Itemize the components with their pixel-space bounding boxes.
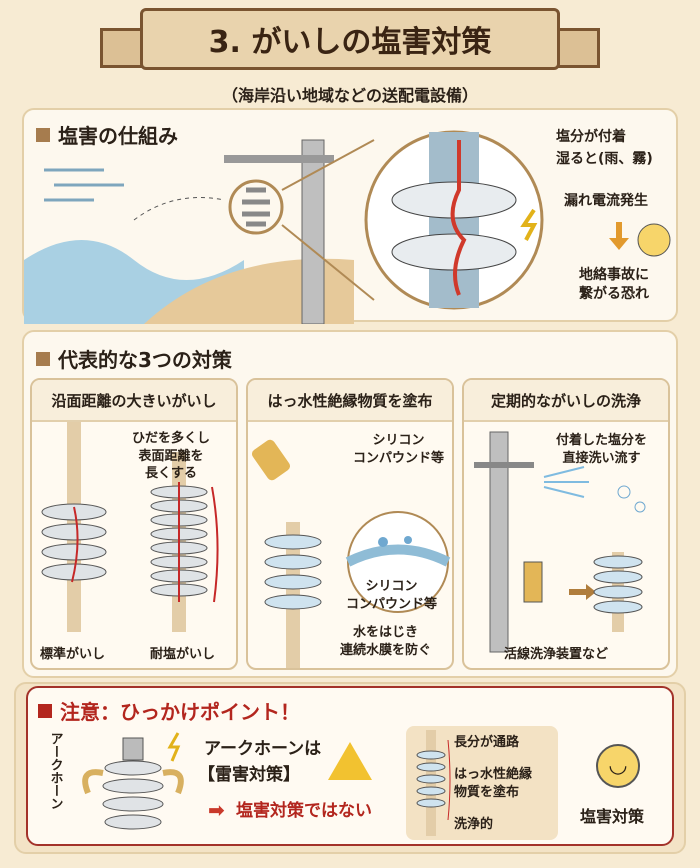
measure-panel-coating: はっ水性絶縁物質を塗布 シリコンコンパウンド等 シリコンコンパウンド等 水をはじ… [246, 378, 454, 670]
label-salt-adhesion: 塩分が付着 [556, 129, 626, 145]
lightning-icon [167, 732, 181, 762]
box-label-coating: はっ水性絶縁物質を塗布 [454, 767, 533, 800]
measures-heading: 代表的な3つの対策 [58, 348, 232, 372]
arc-horn-label: アークホーン [47, 732, 63, 810]
mechanism-section: 塩害の仕組み 塩分が付着 湿ると(雨、霧) 漏れ電流発生 地絡事故に繋がる恐れ [22, 108, 678, 324]
coating-note-mid: シリコンコンパウンド等 [346, 579, 438, 612]
wind-icon [44, 168, 124, 202]
section-marker-icon [36, 127, 50, 142]
label-wet: 湿ると(雨、霧) [556, 151, 653, 167]
washing-caption: 活線洗浄装置など [504, 647, 609, 662]
smile-face-icon: ◡ [596, 744, 640, 788]
section-marker-icon [36, 351, 50, 366]
box-label-washing: 洗浄的 [454, 817, 494, 832]
salt-measure-summary-box: 長分が通路 はっ水性絶縁物質を塗布 洗浄的 [406, 726, 558, 840]
lightning-icon [520, 208, 538, 241]
washing-illustration [474, 431, 646, 653]
coating-note-top: シリコンコンパウンド等 [353, 433, 445, 466]
right-arrow-icon [586, 584, 596, 600]
smile-label: 塩害対策 [580, 807, 645, 826]
washing-note: 付着した塩分を直接洗い流す [556, 433, 648, 466]
right-arrow-icon: ➡ [208, 798, 225, 822]
caution-heading: 注意：ひっかけポイント！ [60, 700, 300, 724]
coating-illustration [251, 439, 451, 668]
label-ground-fault: 地絡事故に繋がる恐れ [579, 267, 649, 302]
water-spray-icon [543, 466, 589, 498]
creepage-note: ひだを多くし表面距離を長くする [132, 431, 211, 482]
measure-panel-washing: 定期的ながいしの洗浄 付着した塩分を直接洗い流す 活線洗浄装置など [462, 378, 670, 670]
coated-insulator-icon [416, 730, 451, 836]
subtitle: （海岸沿い地域などの送配電設備） [221, 86, 478, 105]
utility-pole [301, 139, 325, 324]
water-drop-icon [378, 537, 388, 547]
measure-panel-creepage: 沿面距離の大きいがいし ひだを多くし表面距離を長くする 標準がいし 耐塩がいし [30, 378, 238, 670]
caption-standard-insulator: 標準がいし [40, 647, 106, 662]
salt-damage-illustration [24, 130, 671, 324]
arc-horn-insulator-illustration [82, 732, 184, 830]
washing-device-icon [523, 561, 543, 603]
box-label-path: 長分が通路 [454, 735, 520, 750]
coating-note-bottom: 水をはじき連続水膜を防ぐ [340, 625, 432, 658]
panel-title: 沿面距離の大きいがいし [32, 380, 236, 422]
panel-title: はっ水性絶縁物質を塗布 [248, 380, 452, 422]
arc-horn-line1: アークホーンは [204, 739, 322, 759]
caution-marker-icon [38, 703, 52, 718]
caption-salt-resistant-insulator: 耐塩がいし [150, 647, 216, 662]
panel-title: 定期的ながいしの洗浄 [464, 380, 668, 422]
coating-bottle-icon [251, 439, 291, 481]
label-leak-current: 漏れ電流発生 [564, 193, 648, 209]
leak-current-arrow [450, 140, 467, 296]
not-salt-measure-text: 塩害対策ではない [236, 801, 372, 821]
caution-section: 注意：ひっかけポイント！ アークホーン アークホーンは 【雷害対策】 ➡ 塩害対… [26, 686, 674, 846]
page-title: 3. がいしの塩害対策 [140, 8, 560, 70]
warning-icon [328, 742, 372, 780]
sad-face-icon [637, 223, 671, 257]
arc-horn-line2: 【雷害対策】 [198, 765, 300, 785]
mechanism-heading: 塩害の仕組み [58, 124, 178, 148]
insulator-comparison-illustration [41, 422, 219, 632]
